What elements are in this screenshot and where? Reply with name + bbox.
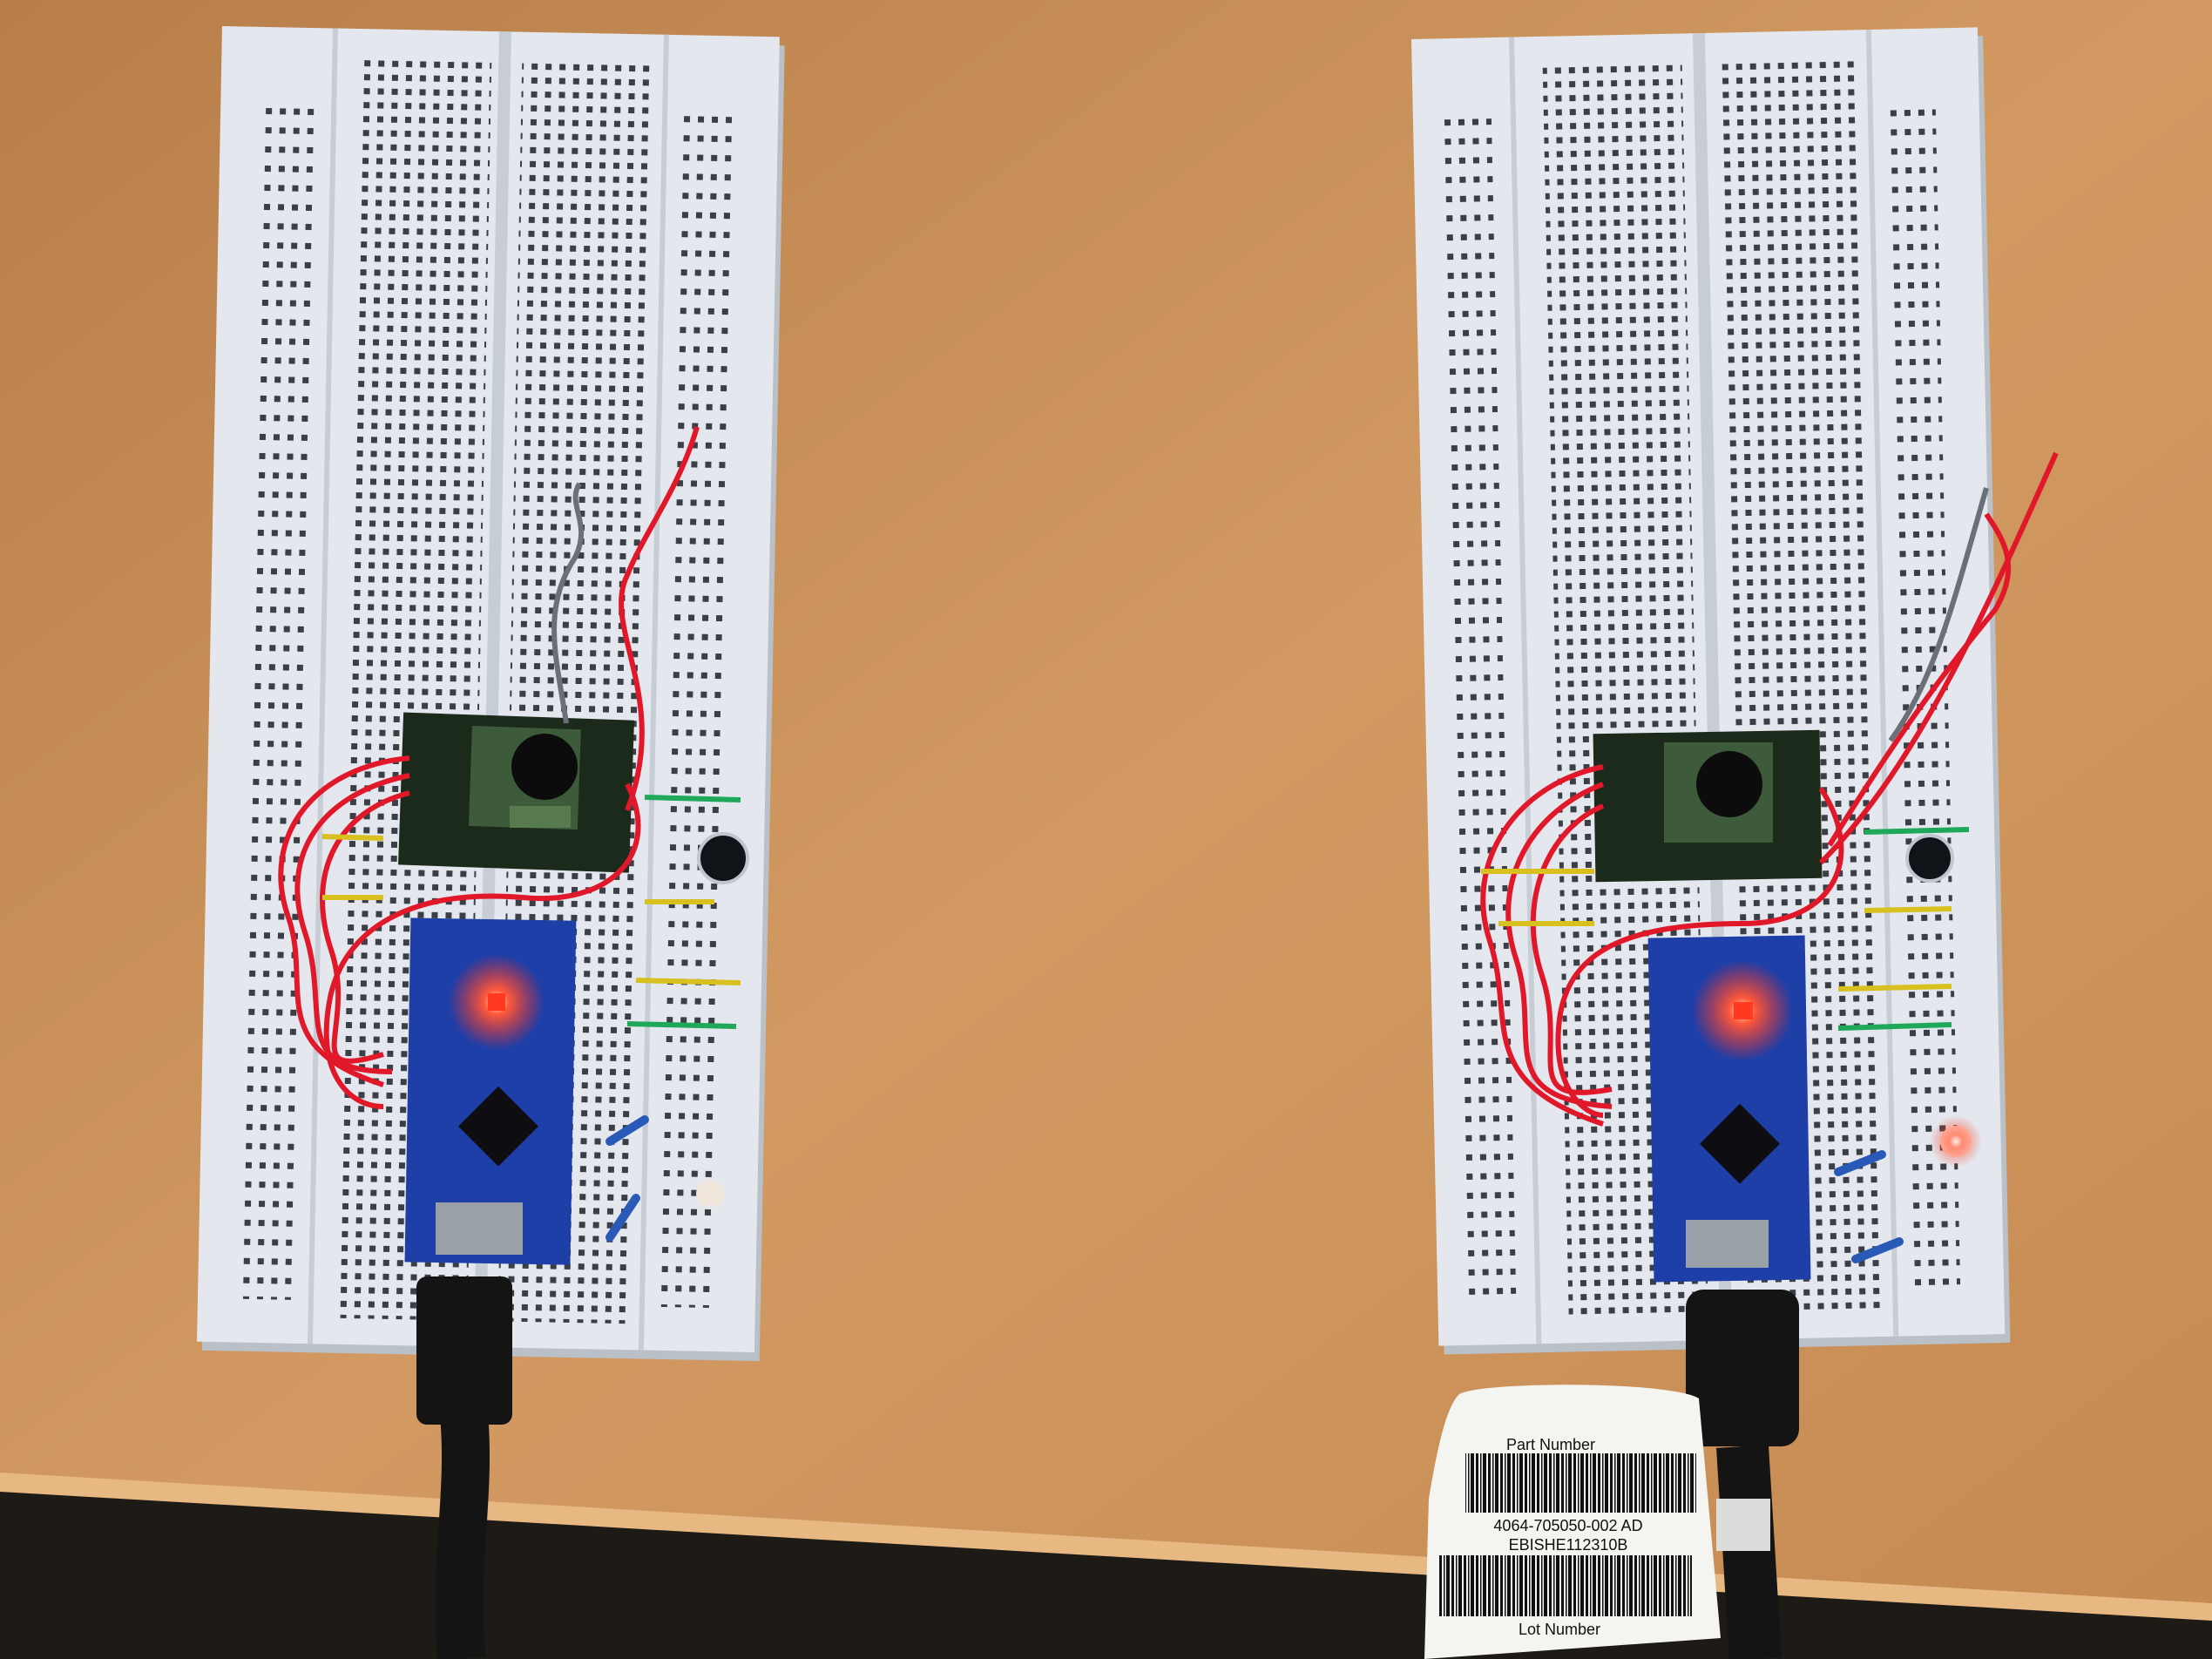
wires-left	[278, 426, 741, 1109]
sticker-lot-label: Lot Number	[1519, 1621, 1600, 1638]
capacitor-right	[1905, 834, 1954, 883]
arduino-nano-right	[1647, 935, 1811, 1283]
led-right-glow	[1930, 1115, 1982, 1168]
sticker-part-label: Part Number	[1506, 1436, 1595, 1453]
barcode-lot	[1439, 1555, 1692, 1616]
led-left	[696, 1180, 724, 1208]
barcode-sticker: Part Number 4064-705050-002 AD EBISHE112…	[1424, 1385, 1721, 1659]
resistors-left	[605, 1115, 649, 1242]
barcode-part	[1465, 1453, 1696, 1513]
wires-right	[1480, 451, 2059, 1127]
resistors-right	[1834, 1150, 1904, 1263]
arduino-nano-left	[404, 918, 577, 1265]
usb-cable-left	[416, 1276, 512, 1659]
usb-cable-right	[1686, 1290, 1799, 1659]
rf-module-left	[398, 712, 634, 873]
sticker-part-number: 4064-705050-002 AD	[1493, 1517, 1642, 1534]
capacitor-left	[697, 832, 749, 884]
sticker-serial: EBISHE112310B	[1509, 1536, 1628, 1554]
rf-module-right	[1593, 729, 1823, 883]
